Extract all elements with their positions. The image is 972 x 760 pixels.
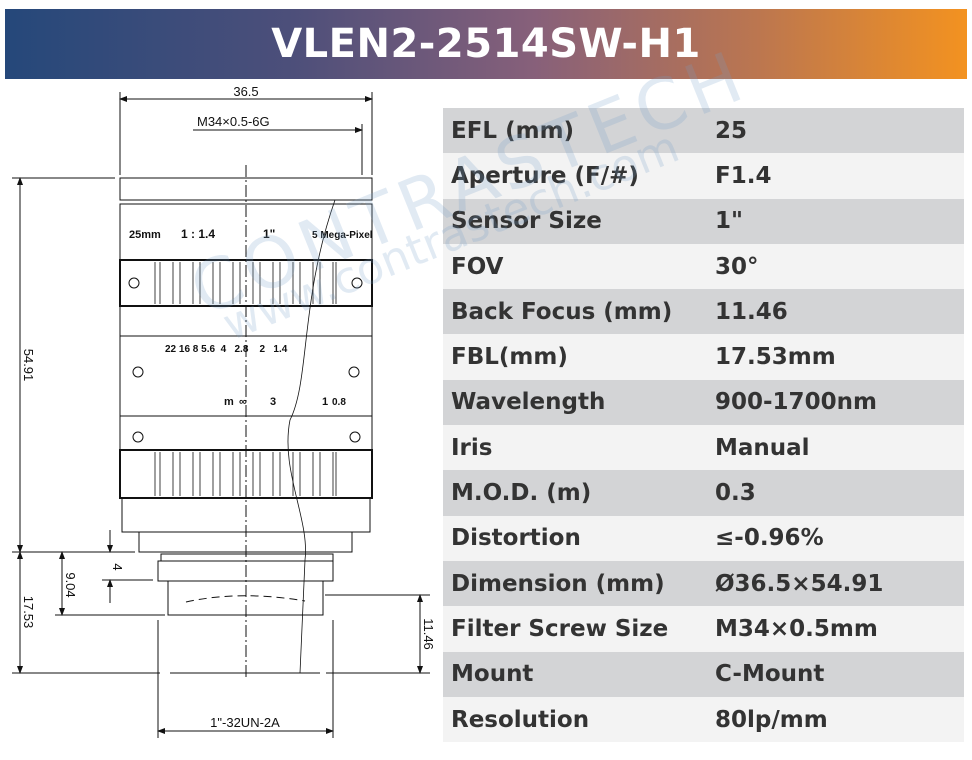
spec-row: Sensor Size 1"	[443, 198, 964, 244]
spec-label: Distortion	[451, 525, 581, 552]
dim-back-focus: 11.46	[421, 618, 436, 650]
spec-label: FOV	[451, 253, 504, 280]
dim-filter-thread: M34×0.5-6G	[197, 114, 270, 129]
marking-focus-inf: ∞	[239, 396, 247, 408]
spec-value: 17.53mm	[715, 344, 836, 371]
marking-focus-1: 1	[322, 396, 328, 408]
spec-value: 900-1700nm	[715, 389, 877, 416]
spec-row: Aperture (F/#) F1.4	[443, 153, 964, 199]
spec-value: M34×0.5mm	[715, 615, 878, 642]
spec-row: Iris Manual	[443, 425, 964, 471]
marking-focus-m: m	[224, 396, 234, 408]
spec-row: FOV 30°	[443, 243, 964, 290]
marking-fstops: 22 16 8 5.6 4 2.8 2 1.4	[165, 344, 288, 355]
spec-row: Distortion ≤-0.96%	[443, 515, 964, 561]
spec-value: 30°	[715, 253, 759, 280]
title-banner: VLEN2-2514SW-H1	[5, 9, 967, 79]
dim-mount-thread: 1"-32UN-2A	[210, 715, 280, 730]
marking-mp: 5 Mega-Pixel	[312, 230, 373, 241]
spec-label: M.O.D. (m)	[451, 480, 592, 507]
spec-label: EFL (mm)	[451, 117, 575, 144]
product-title: VLEN2-2514SW-H1	[271, 21, 701, 67]
spec-value: 0.3	[715, 480, 756, 507]
spec-value: C-Mount	[715, 661, 825, 688]
grip-ribs	[154, 262, 337, 496]
spec-row: Filter Screw Size M34×0.5mm	[443, 606, 964, 652]
spec-value: ≤-0.96%	[715, 525, 824, 552]
spec-label: Resolution	[451, 706, 590, 733]
dim-9-04: 9.04	[63, 572, 78, 597]
spec-row: M.O.D. (m) 0.3	[443, 470, 964, 516]
spec-label: Back Focus (mm)	[451, 298, 673, 325]
spec-value: 25	[715, 117, 748, 144]
spec-value: 1"	[715, 208, 743, 235]
spec-row: Back Focus (mm) 11.46	[443, 289, 964, 335]
spec-label: Wavelength	[451, 389, 606, 416]
spec-label: Sensor Size	[451, 208, 602, 235]
spec-value: F1.4	[715, 162, 772, 189]
spec-row: Wavelength 900-1700nm	[443, 379, 964, 426]
spec-row: Dimension (mm) Ø36.5×54.91	[443, 560, 964, 607]
dim-fbl: 17.53	[21, 596, 36, 629]
spec-value: Ø36.5×54.91	[715, 570, 884, 597]
marking-ratio: 1 : 1.4	[181, 227, 215, 241]
spec-label: Iris	[451, 434, 493, 461]
marking-focus-08: 0.8	[332, 397, 346, 408]
lens-technical-drawing: 36.5 M34×0.5-6G 25mm 1 : 1.4 1" 5 Mega-P…	[0, 80, 440, 755]
spec-value: 11.46	[715, 298, 788, 325]
marking-focal: 25mm	[129, 229, 161, 241]
marking-format: 1"	[263, 227, 275, 241]
spec-row: FBL(mm) 17.53mm	[443, 334, 964, 380]
spec-label: Dimension (mm)	[451, 570, 665, 597]
spec-row: EFL (mm) 25	[443, 108, 964, 154]
spec-label: Mount	[451, 661, 534, 688]
marking-focus-3: 3	[270, 396, 276, 408]
spec-row: Mount C-Mount	[443, 651, 964, 697]
spec-value: Manual	[715, 434, 810, 461]
spec-row: Resolution 80lp/mm	[443, 696, 964, 743]
spec-value: 80lp/mm	[715, 706, 828, 733]
dim-length: 54.91	[21, 349, 36, 382]
spec-label: Filter Screw Size	[451, 615, 669, 642]
dim-width: 36.5	[233, 84, 258, 99]
screw-icons	[128, 277, 363, 443]
spec-label: Aperture (F/#)	[451, 162, 639, 189]
dim-4: 4	[110, 563, 125, 570]
spec-label: FBL(mm)	[451, 344, 568, 371]
